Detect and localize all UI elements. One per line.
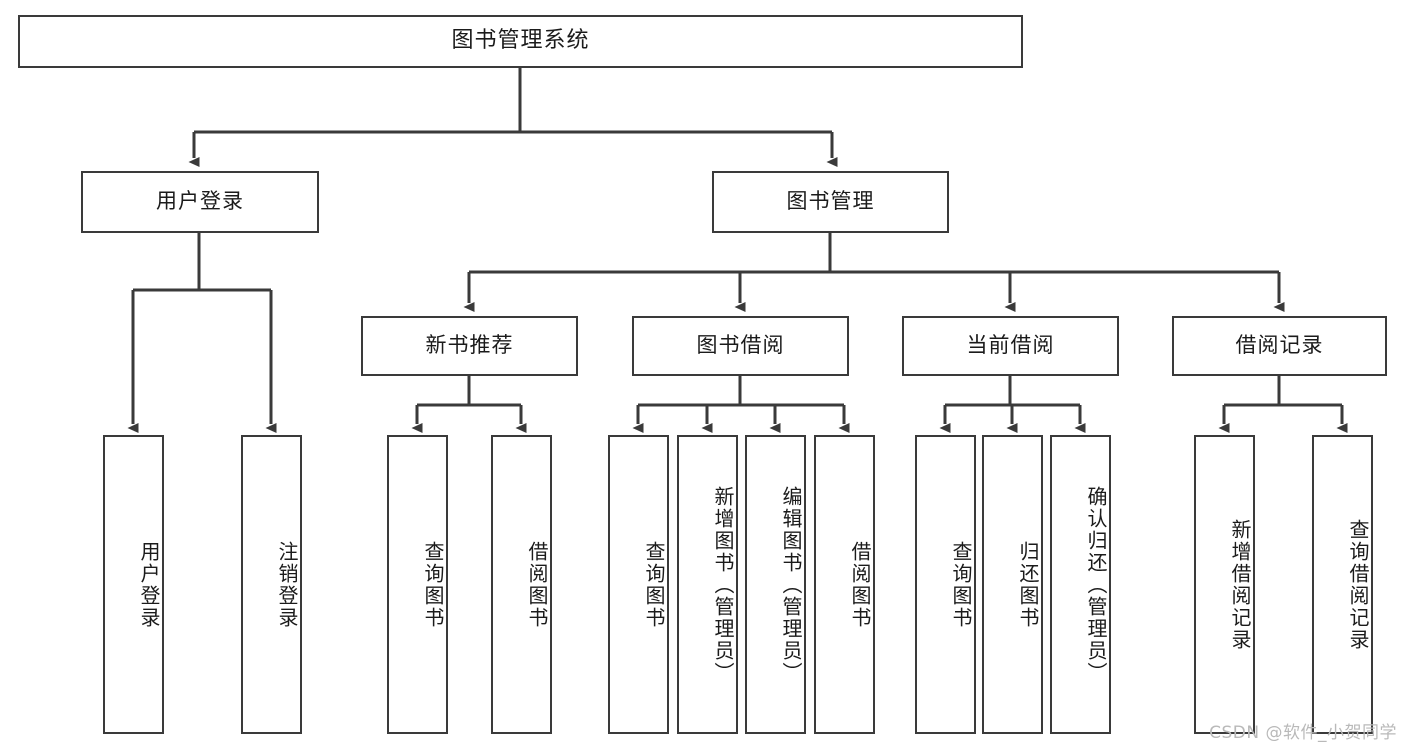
node-label: 新书推荐	[425, 333, 514, 358]
watermark-text: CSDN @软件_小贺同学	[1209, 723, 1397, 743]
leaf-user-login-logout[interactable]: 注销登录	[241, 435, 302, 734]
node-label: 新增借阅记录	[1228, 518, 1252, 651]
leaf-borrow-record-add-record[interactable]: 新增借阅记录	[1194, 435, 1255, 734]
leaf-current-borrow-query-book[interactable]: 查询图书	[915, 435, 976, 734]
node-label: 新增图书（管理员）	[711, 485, 735, 684]
node-label: 用户登录	[156, 189, 244, 214]
node-label: 图书管理	[786, 189, 875, 214]
node-label: 借阅记录	[1235, 333, 1324, 358]
node-label: 归还图书	[1016, 540, 1040, 629]
node-label: 查询图书	[642, 540, 666, 629]
leaf-book-borrow-edit-book-admin[interactable]: 编辑图书（管理员）	[745, 435, 806, 734]
node-book-borrow[interactable]: 图书借阅	[632, 316, 849, 376]
leaf-current-borrow-confirm-return-admin[interactable]: 确认归还（管理员）	[1050, 435, 1111, 734]
leaf-book-borrow-query-book[interactable]: 查询图书	[608, 435, 669, 734]
node-label: 图书借阅	[696, 333, 785, 358]
node-label: 借阅图书	[848, 540, 872, 629]
node-user-login[interactable]: 用户登录	[81, 171, 319, 233]
node-root-system[interactable]: 图书管理系统	[18, 15, 1023, 68]
node-label: 注销登录	[275, 540, 299, 629]
leaf-new-book-query-book[interactable]: 查询图书	[387, 435, 448, 734]
node-book-management[interactable]: 图书管理	[712, 171, 949, 233]
node-current-borrow[interactable]: 当前借阅	[902, 316, 1119, 376]
node-label: 借阅图书	[525, 540, 549, 629]
node-label: 查询借阅记录	[1346, 518, 1370, 651]
leaf-new-book-borrow-book[interactable]: 借阅图书	[491, 435, 552, 734]
node-label: 确认归还（管理员）	[1084, 485, 1108, 684]
node-label: 用户登录	[137, 540, 161, 629]
leaf-book-borrow-borrow-book[interactable]: 借阅图书	[814, 435, 875, 734]
node-new-book-recommend[interactable]: 新书推荐	[361, 316, 578, 376]
node-label: 编辑图书（管理员）	[779, 485, 803, 684]
leaf-user-login-login[interactable]: 用户登录	[103, 435, 164, 734]
node-label: 当前借阅	[966, 333, 1055, 358]
node-borrow-record[interactable]: 借阅记录	[1172, 316, 1387, 376]
leaf-book-borrow-add-book-admin[interactable]: 新增图书（管理员）	[677, 435, 738, 734]
leaf-borrow-record-query-record[interactable]: 查询借阅记录	[1312, 435, 1373, 734]
leaf-current-borrow-return-book[interactable]: 归还图书	[982, 435, 1043, 734]
node-label: 图书管理系统	[451, 28, 590, 54]
node-label: 查询图书	[949, 540, 973, 629]
node-label: 查询图书	[421, 540, 445, 629]
